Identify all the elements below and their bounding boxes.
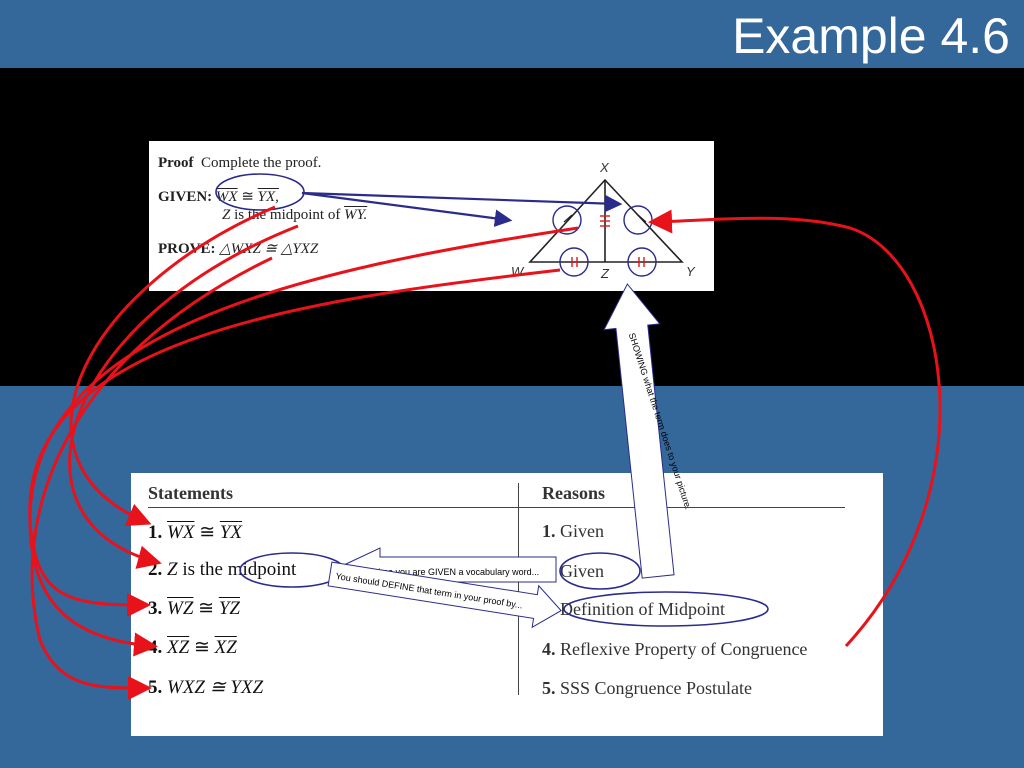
- proof-heading: Proof Complete the proof.: [158, 155, 321, 172]
- callout-arrow-up: [603, 283, 675, 579]
- given-midpoint-text: is the midpoint of: [234, 207, 341, 223]
- statement-segment: WZ: [167, 598, 194, 619]
- title-bar: Example 4.6: [0, 0, 1024, 68]
- given-label: GIVEN:: [158, 189, 213, 205]
- given-note-text: Any time you are GIVEN a vocabulary word…: [358, 567, 539, 577]
- statement-text: WXZ ≅ YXZ: [167, 677, 264, 698]
- cong-symbol: ≅: [199, 522, 216, 543]
- given-highlight-ellipse: [215, 173, 305, 211]
- statement-1: 1. WX ≅ YX: [148, 521, 242, 544]
- red-arrow-to-statement-2: [68, 224, 299, 569]
- proof-box: Proof Complete the proof. GIVEN: WX ≅ YX…: [149, 141, 714, 291]
- reason-text: Reflexive Property of Congruence: [560, 639, 808, 659]
- vertex-label-y: Y: [686, 264, 696, 279]
- reason-text: SSS Congruence Postulate: [560, 678, 752, 698]
- given-segment-yx: YX,: [257, 189, 279, 205]
- statements-header: Statements: [148, 483, 233, 503]
- reason-text: Given: [560, 561, 604, 581]
- red-arrow-to-statement-5: [30, 256, 273, 701]
- highlight-circle: [623, 205, 653, 235]
- showing-note-callout: SHOWING what the term does to your pictu…: [603, 283, 693, 579]
- vertex-label-x: X: [599, 160, 610, 175]
- proof-heading-bold: Proof: [158, 155, 194, 171]
- cong-symbol: ≅: [193, 637, 210, 658]
- reason-text: Definition of Midpoint: [560, 599, 725, 619]
- reason-1: 1. Given: [542, 521, 604, 542]
- reason-num: 5.: [542, 678, 556, 698]
- statement-num: 1.: [148, 522, 163, 543]
- cong-symbol: ≅: [198, 598, 215, 619]
- statement-segment: WX: [167, 522, 195, 543]
- vertex-label-z: Z: [600, 266, 610, 281]
- statement-segment: YZ: [218, 598, 240, 619]
- blue-arrow: [301, 191, 513, 228]
- given-line-2: Z is the midpoint of WY.: [222, 207, 367, 224]
- highlight-circle: [552, 205, 582, 235]
- red-arrow-to-statement-4: [28, 226, 579, 657]
- red-arrow-reflexive-to-figure: [648, 209, 942, 648]
- prove-text: △WXZ ≅ △YXZ: [219, 241, 319, 257]
- header-divider: [148, 507, 845, 508]
- proof-heading-text: Complete the proof.: [201, 155, 322, 171]
- given-reason-highlight-ellipse: [559, 552, 641, 590]
- statement-num: 3.: [148, 598, 163, 619]
- blue-arrow: [301, 191, 623, 213]
- statement-3: 3. WZ ≅ YZ: [148, 597, 240, 620]
- reason-4: 4. Reflexive Property of Congruence: [542, 639, 807, 660]
- red-arrow-to-statement-3: [28, 268, 561, 617]
- reasons-header: Reasons: [542, 483, 606, 503]
- callout-arrow-right: [327, 561, 562, 629]
- triangle-wxy: [528, 178, 684, 263]
- tick-yx: [637, 214, 647, 223]
- statement-segment: XZ: [167, 637, 190, 658]
- highlight-circle: [559, 247, 589, 277]
- definition-highlight-ellipse: [563, 591, 769, 627]
- tick-wx: [563, 214, 573, 223]
- highlight-circle: [627, 247, 657, 277]
- given-segment-wy: WY.: [344, 207, 368, 223]
- reason-num: 4.: [542, 639, 556, 659]
- statement-segment: XZ: [214, 637, 237, 658]
- reason-5: 5. SSS Congruence Postulate: [542, 678, 752, 699]
- statement-point: Z: [167, 559, 178, 580]
- column-divider: [518, 483, 519, 695]
- reason-num: 1.: [542, 521, 556, 541]
- statement-segment: YX: [219, 522, 243, 543]
- reason-text: Given: [560, 521, 604, 541]
- given-point-z: Z: [222, 207, 231, 223]
- given-cong-symbol: ≅: [241, 189, 254, 205]
- slide-title: Example 4.6: [732, 8, 1010, 64]
- red-arrow-to-statement-1: [69, 205, 276, 526]
